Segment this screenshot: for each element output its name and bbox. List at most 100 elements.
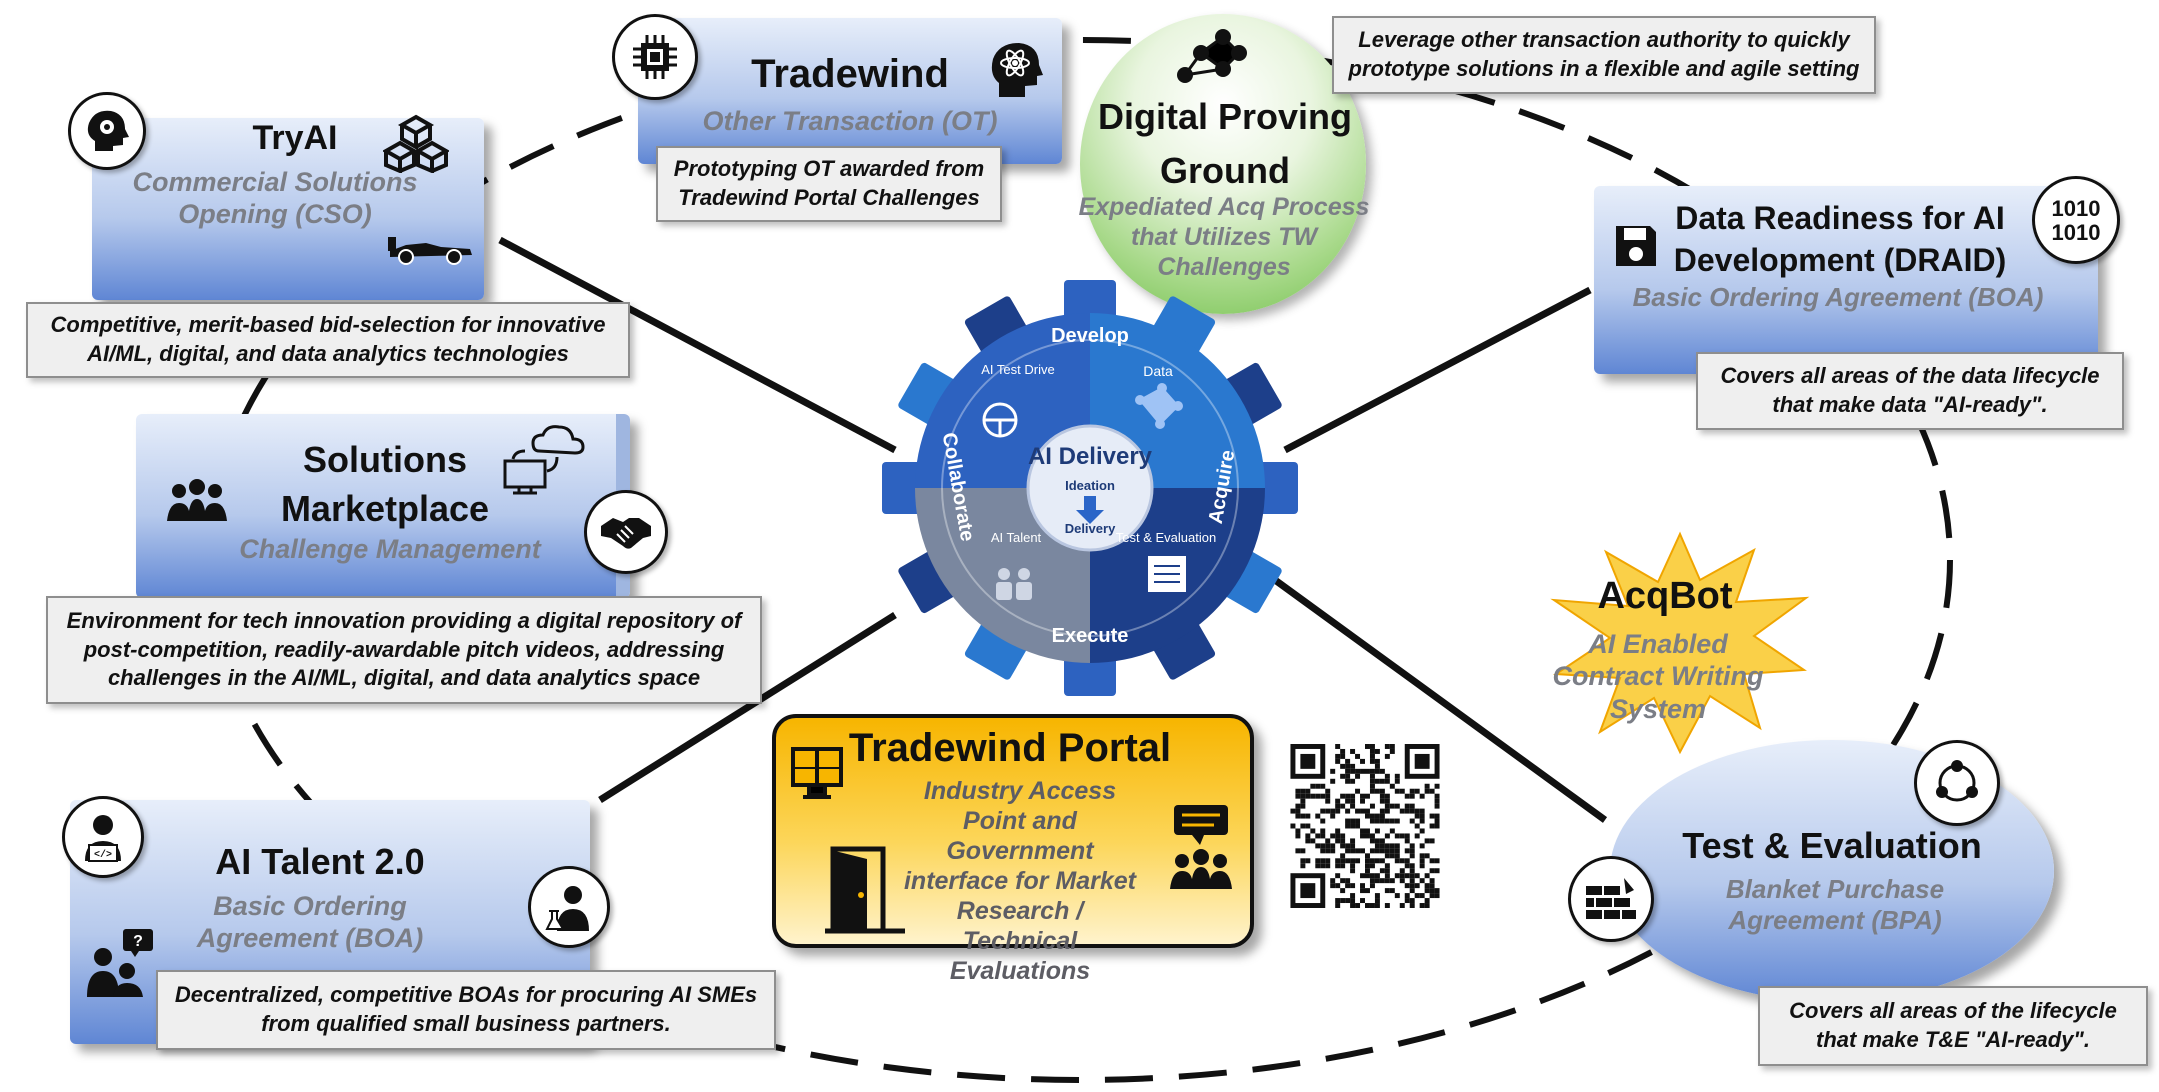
qr-module <box>1414 813 1420 819</box>
qr-module <box>1365 813 1370 819</box>
qr-module <box>1335 883 1341 889</box>
spoke-te <box>1272 577 1608 823</box>
qr-module <box>1399 878 1405 884</box>
qr-module <box>1325 793 1331 799</box>
qr-module <box>1414 833 1420 839</box>
qr-module <box>1310 783 1316 789</box>
checklist-icon <box>1148 556 1186 592</box>
acqbot-title: AcqBot <box>1597 575 1733 617</box>
gear-quadrant-collaborate <box>915 488 1090 663</box>
qr-module <box>1345 798 1351 804</box>
qr-module <box>1345 898 1351 904</box>
qr-module <box>1374 838 1380 844</box>
qr-module <box>1340 793 1346 799</box>
qr-module <box>1295 813 1301 819</box>
qr-module <box>1355 823 1361 829</box>
brain-atom-icon <box>986 38 1046 102</box>
qr-module <box>1340 833 1346 839</box>
qr-module <box>1404 848 1410 854</box>
qr-module <box>1315 813 1321 819</box>
qr-module <box>1399 873 1405 879</box>
handshake-icon <box>584 490 668 574</box>
qr-module <box>1409 853 1415 859</box>
qr-module <box>1379 843 1385 849</box>
qr-module <box>1350 793 1356 799</box>
qr-module <box>1300 813 1306 819</box>
qr-module <box>1409 803 1415 809</box>
qr-module <box>1295 803 1301 809</box>
qr-module <box>1409 808 1415 814</box>
qr-module <box>1434 888 1440 894</box>
qr-module <box>1384 793 1390 799</box>
qr-module <box>1379 798 1385 804</box>
acqbot-subtitle: AI Enabled Contract Writing System <box>1552 629 1764 724</box>
qr-module <box>1305 833 1311 839</box>
qr-module <box>1350 823 1356 829</box>
qr-module <box>1374 788 1380 794</box>
qr-module <box>1345 883 1351 889</box>
qr-module <box>1384 798 1390 804</box>
qr-module <box>1384 878 1390 884</box>
qr-module <box>1369 803 1375 809</box>
qr-module <box>1429 888 1435 894</box>
qr-module <box>1419 843 1425 849</box>
qr-module <box>1350 903 1356 908</box>
tradewind-title: Tradewind <box>751 52 949 96</box>
qr-module <box>1305 793 1311 799</box>
qr-module <box>1360 848 1365 854</box>
qr-module <box>1335 863 1341 869</box>
qr-module <box>1409 818 1415 824</box>
tryai-subtitle: Commercial Solutions Opening (CSO) <box>132 167 418 230</box>
race-car-icon <box>386 230 476 266</box>
qr-module <box>1409 878 1415 884</box>
qr-module <box>1369 858 1375 864</box>
qr-module <box>1305 813 1311 819</box>
qr-module <box>1369 848 1375 854</box>
qr-module <box>1409 863 1415 869</box>
qr-module <box>1384 778 1390 784</box>
qr-module <box>1330 808 1336 814</box>
qr-module <box>1360 768 1365 774</box>
qr-module <box>1419 903 1425 908</box>
down-arrow-icon <box>1076 496 1104 524</box>
qr-module <box>1429 788 1435 794</box>
qr-module <box>1404 858 1410 864</box>
te-title: Test & Evaluation <box>1682 825 1982 866</box>
qr-module <box>1424 788 1430 794</box>
firewall-icon <box>1568 856 1654 942</box>
qr-module <box>1335 744 1341 749</box>
qr-module <box>1384 853 1390 859</box>
draid-card[interactable] <box>1594 186 2098 374</box>
qr-module <box>1369 813 1375 819</box>
qr-module <box>1360 898 1365 904</box>
qr-module <box>1374 818 1380 824</box>
qr-module <box>1365 744 1370 749</box>
qr-module <box>1379 838 1385 844</box>
qr-module <box>1290 823 1296 829</box>
qr-module <box>1350 763 1356 769</box>
qr-module <box>1409 843 1415 849</box>
qr-module <box>1330 833 1336 839</box>
qr-module <box>1355 768 1361 774</box>
tradewind-card[interactable] <box>638 18 1062 164</box>
video-conference-icon <box>786 742 848 804</box>
qr-module <box>1360 873 1365 879</box>
qr-module <box>1424 888 1430 894</box>
qr-module <box>1379 813 1385 819</box>
qr-module <box>1315 793 1321 799</box>
dpg-subtitle: Expediated Acq Process that Utilizes TW … <box>1078 193 1370 281</box>
qr-module <box>1340 773 1346 779</box>
qr-module <box>1345 758 1351 764</box>
qr-module <box>1310 793 1316 799</box>
talent-title: AI Talent 2.0 <box>215 841 425 882</box>
qr-module <box>1389 888 1395 894</box>
qr-module <box>1399 903 1405 908</box>
qr-module <box>1434 858 1440 864</box>
qr-module <box>1389 803 1395 809</box>
qr-module <box>1429 893 1435 899</box>
qr-module <box>1419 853 1425 859</box>
gear-quadrant-execute <box>1090 488 1265 663</box>
qr-module <box>1345 763 1351 769</box>
qr-module <box>1320 783 1326 789</box>
qr-module <box>1340 763 1346 769</box>
